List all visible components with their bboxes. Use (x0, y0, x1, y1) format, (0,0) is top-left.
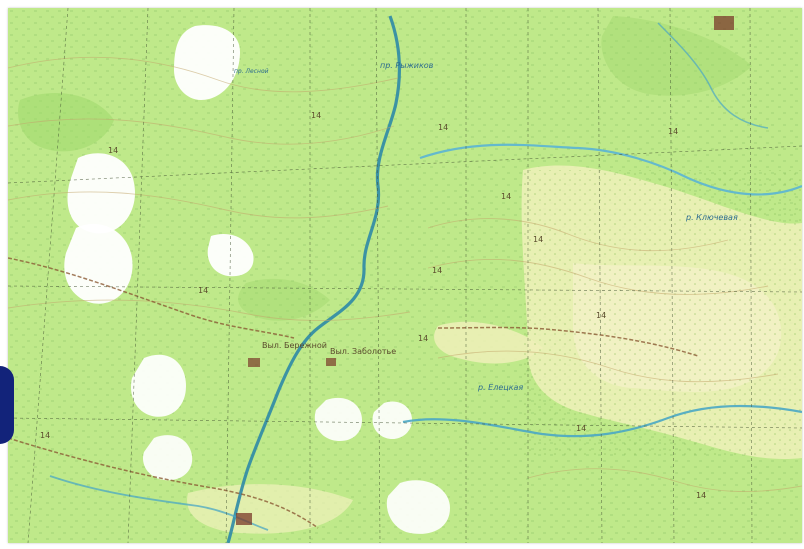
label-settlement-north: пр. Рыжиков (380, 61, 434, 70)
label-stream-north: пр. Лесной (234, 68, 269, 75)
left-edge-tab (0, 366, 14, 444)
grid-label-14-m: 14 (596, 311, 606, 320)
settlements (236, 16, 734, 525)
grid-label-14-c: 14 (418, 334, 428, 343)
contour-lines (8, 56, 802, 492)
grid-label-14-h: 14 (198, 286, 208, 295)
label-settlement-center: Выл. Заболотье (330, 347, 396, 356)
grid-label-14-d: 14 (576, 424, 586, 433)
rivers (49, 15, 802, 543)
topographic-map[interactable]: пр. Рыжиков пр. Лесной Выл. Бережной Выл… (8, 8, 802, 543)
label-river-east-1: р. Елецкая (477, 383, 523, 392)
grid-label-14-g: 14 (108, 146, 118, 155)
meadow-texture (523, 170, 802, 458)
forest-dark-patches (18, 16, 752, 321)
grid-label-14-e: 14 (40, 431, 50, 440)
grid-label-14-a: 14 (311, 111, 321, 120)
label-river-east-2: р. Ключевая (685, 213, 738, 222)
grid-label-14-b: 14 (533, 235, 543, 244)
label-settlement-center-west: Выл. Бережной (262, 341, 327, 350)
map-canvas[interactable]: пр. Рыжиков пр. Лесной Выл. Бережной Выл… (8, 8, 802, 543)
grid-label-14-l: 14 (438, 123, 448, 132)
marsh-areas (64, 25, 450, 534)
grid-label-14-f: 14 (668, 127, 678, 136)
grid-label-14-j: 14 (501, 192, 511, 201)
grid-label-14-k: 14 (696, 491, 706, 500)
grid-label-14-i: 14 (432, 266, 442, 275)
grid-lines (8, 8, 802, 543)
roads (8, 257, 699, 529)
